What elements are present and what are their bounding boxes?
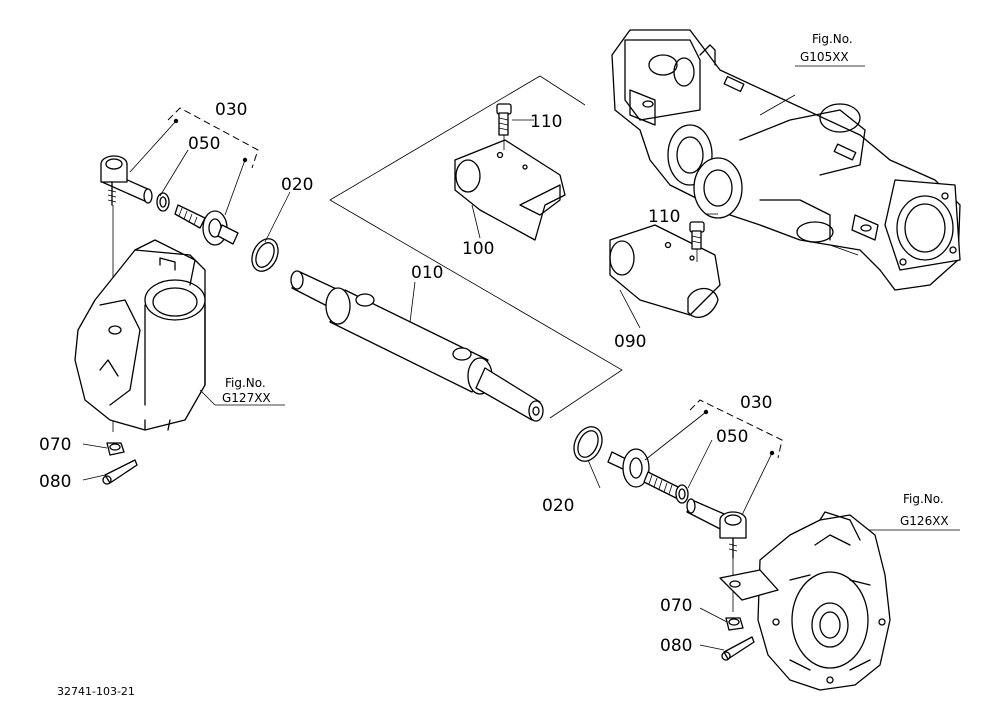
drawing-code: 32741-103-21 (57, 685, 135, 698)
figref-g126: G126XX (900, 514, 949, 528)
figref-g127: G127XX (222, 391, 271, 405)
axle-housing (611, 29, 961, 291)
leader-lines (82, 94, 900, 651)
knuckle-housing-left (74, 239, 206, 431)
cotter-pin-080-right (721, 636, 755, 661)
bolt-110-lower (689, 221, 705, 262)
nut-070-right (725, 617, 744, 631)
label-080-left: 080 (39, 472, 71, 492)
ball-joint-lower (607, 448, 681, 499)
nut-050-lower (675, 484, 689, 504)
label-020-lower: 020 (542, 496, 574, 516)
nut-070-left (106, 442, 125, 456)
cover-090 (609, 224, 721, 318)
label-020-upper: 020 (281, 175, 313, 195)
cylinder-010 (290, 270, 544, 422)
label-030-upper: 030 (215, 100, 247, 120)
label-110-upper: 110 (530, 112, 562, 132)
label-080-right: 080 (660, 636, 692, 656)
label-050-upper: 050 (188, 134, 220, 154)
label-090: 090 (614, 332, 646, 352)
o-ring-020-upper (251, 238, 279, 272)
figref-g126-caption: Fig.No. (903, 492, 944, 506)
bolt-110-upper (496, 103, 512, 150)
tie-rod-end-lower (686, 498, 747, 612)
o-ring-020-lower (573, 426, 603, 462)
figref-g105-caption: Fig.No. (812, 32, 853, 46)
label-070-right: 070 (660, 596, 692, 616)
cotter-pin-080-left (102, 459, 138, 485)
nut-050-upper (156, 192, 170, 212)
label-030-lower: 030 (740, 393, 772, 413)
figref-g105: G105XX (800, 50, 849, 64)
label-070-left: 070 (39, 435, 71, 455)
figref-underlines (215, 65, 960, 531)
label-050-lower: 050 (716, 427, 748, 447)
label-110-lower: 110 (648, 207, 680, 227)
label-010: 010 (411, 263, 443, 283)
ball-joint-upper (174, 204, 239, 246)
figref-g127-caption: Fig.No. (225, 376, 266, 390)
part-labels: 030 050 020 010 100 110 110 090 070 080 … (39, 100, 772, 656)
label-100: 100 (462, 239, 494, 259)
cover-100 (454, 139, 566, 241)
figure-references: Fig.No. G105XX Fig.No. G127XX Fig.No. G1… (222, 32, 949, 528)
knuckle-housing-right (719, 511, 891, 691)
